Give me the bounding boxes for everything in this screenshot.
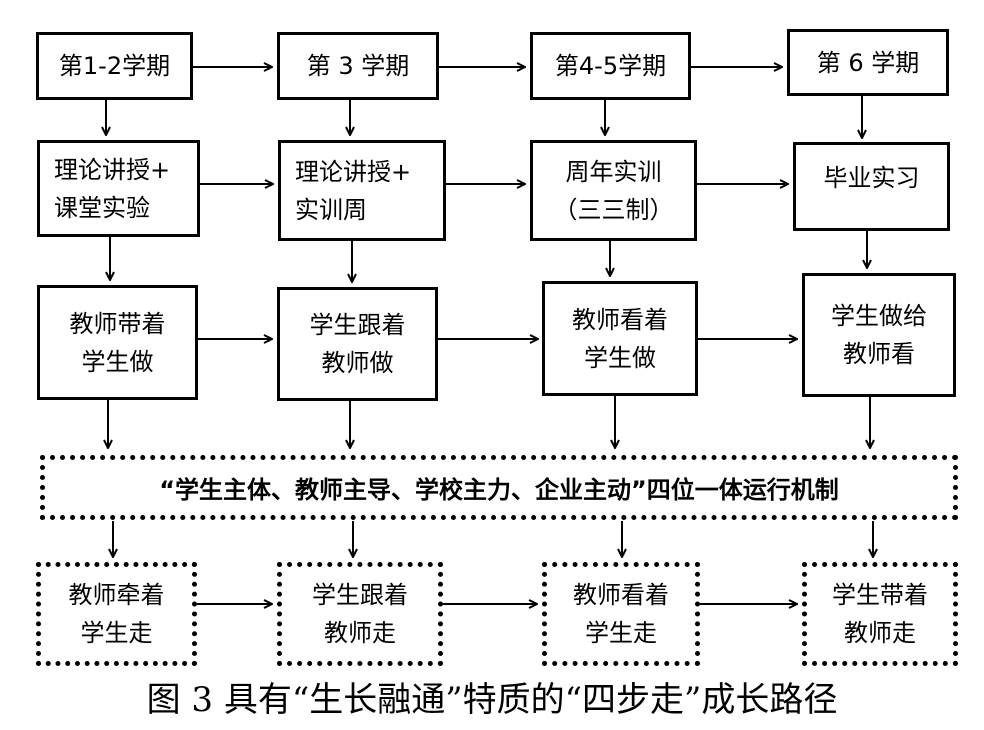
box-line: 学生做 <box>81 347 154 376</box>
box-line: 理论讲授+ <box>54 155 171 184</box>
box-line: 第4-5学期 <box>554 52 667 80</box>
box-line: 学生做给 <box>831 302 927 330</box>
box-line: 周年实训 <box>565 157 662 186</box>
semester-box-1: 第1-2学期 <box>36 32 193 100</box>
box-line: 学生跟着 <box>312 581 408 609</box>
box-line: 第 6 学期 <box>816 48 920 77</box>
box-line: 实训周 <box>295 195 367 224</box>
four-steps-box-4: 学生带着 教师走 <box>802 562 958 666</box>
box-line: 学生走 <box>80 619 153 647</box>
box-line: 教师带着 <box>69 309 166 338</box>
practice-mode-box-1: 教师带着 学生做 <box>37 285 198 400</box>
figure-caption: 图 3 具有“生长融通”特质的“四步走”成长路径 <box>146 680 838 720</box>
box-line: 第1-2学期 <box>58 52 171 80</box>
teaching-mode-box-4: 毕业实习 <box>793 142 950 231</box>
box-line: 课堂实验 <box>54 193 150 222</box>
practice-mode-box-4: 学生做给 教师看 <box>802 273 956 397</box>
semester-box-4: 第 6 学期 <box>787 29 949 96</box>
box-line: 学生带着 <box>832 581 928 609</box>
box-line: 教师做 <box>321 349 394 377</box>
box-line: 学生走 <box>585 619 657 647</box>
box-line: 第 3 学期 <box>306 52 410 80</box>
box-line: 教师看 <box>843 340 915 368</box>
box-line: 学生跟着 <box>309 311 406 339</box>
four-steps-box-1: 教师牵着 学生走 <box>36 562 197 666</box>
box-line: 学生做 <box>584 343 656 372</box>
four-steps-box-3: 教师看着 学生走 <box>542 562 700 666</box>
box-line: 教师走 <box>324 619 396 647</box>
box-line: 毕业实习 <box>823 164 920 192</box>
box-line: 教师走 <box>844 619 916 647</box>
box-line: 教师牵着 <box>68 581 165 609</box>
teaching-mode-box-2: 理论讲授+ 实训周 <box>278 140 446 241</box>
box-line: 理论讲授+ <box>295 157 412 186</box>
teaching-mode-box-1: 理论讲授+ 课堂实验 <box>37 140 200 237</box>
semester-box-3: 第4-5学期 <box>530 32 691 100</box>
practice-mode-box-3: 教师看着 学生做 <box>542 281 698 396</box>
box-line: 教师看着 <box>572 305 668 334</box>
box-line: 教师看着 <box>573 581 669 609</box>
semester-box-2: 第 3 学期 <box>277 32 439 100</box>
mechanism-text: “学生主体、教师主导、学校主力、企业主动”四位一体运行机制 <box>159 476 839 504</box>
four-steps-box-2: 学生跟着 教师走 <box>277 562 443 666</box>
mechanism-banner: “学生主体、教师主导、学校主力、企业主动”四位一体运行机制 <box>40 455 958 520</box>
box-line: （三三制） <box>553 195 674 224</box>
practice-mode-box-2: 学生跟着 教师做 <box>277 287 438 401</box>
teaching-mode-box-3: 周年实训 （三三制） <box>530 140 697 241</box>
